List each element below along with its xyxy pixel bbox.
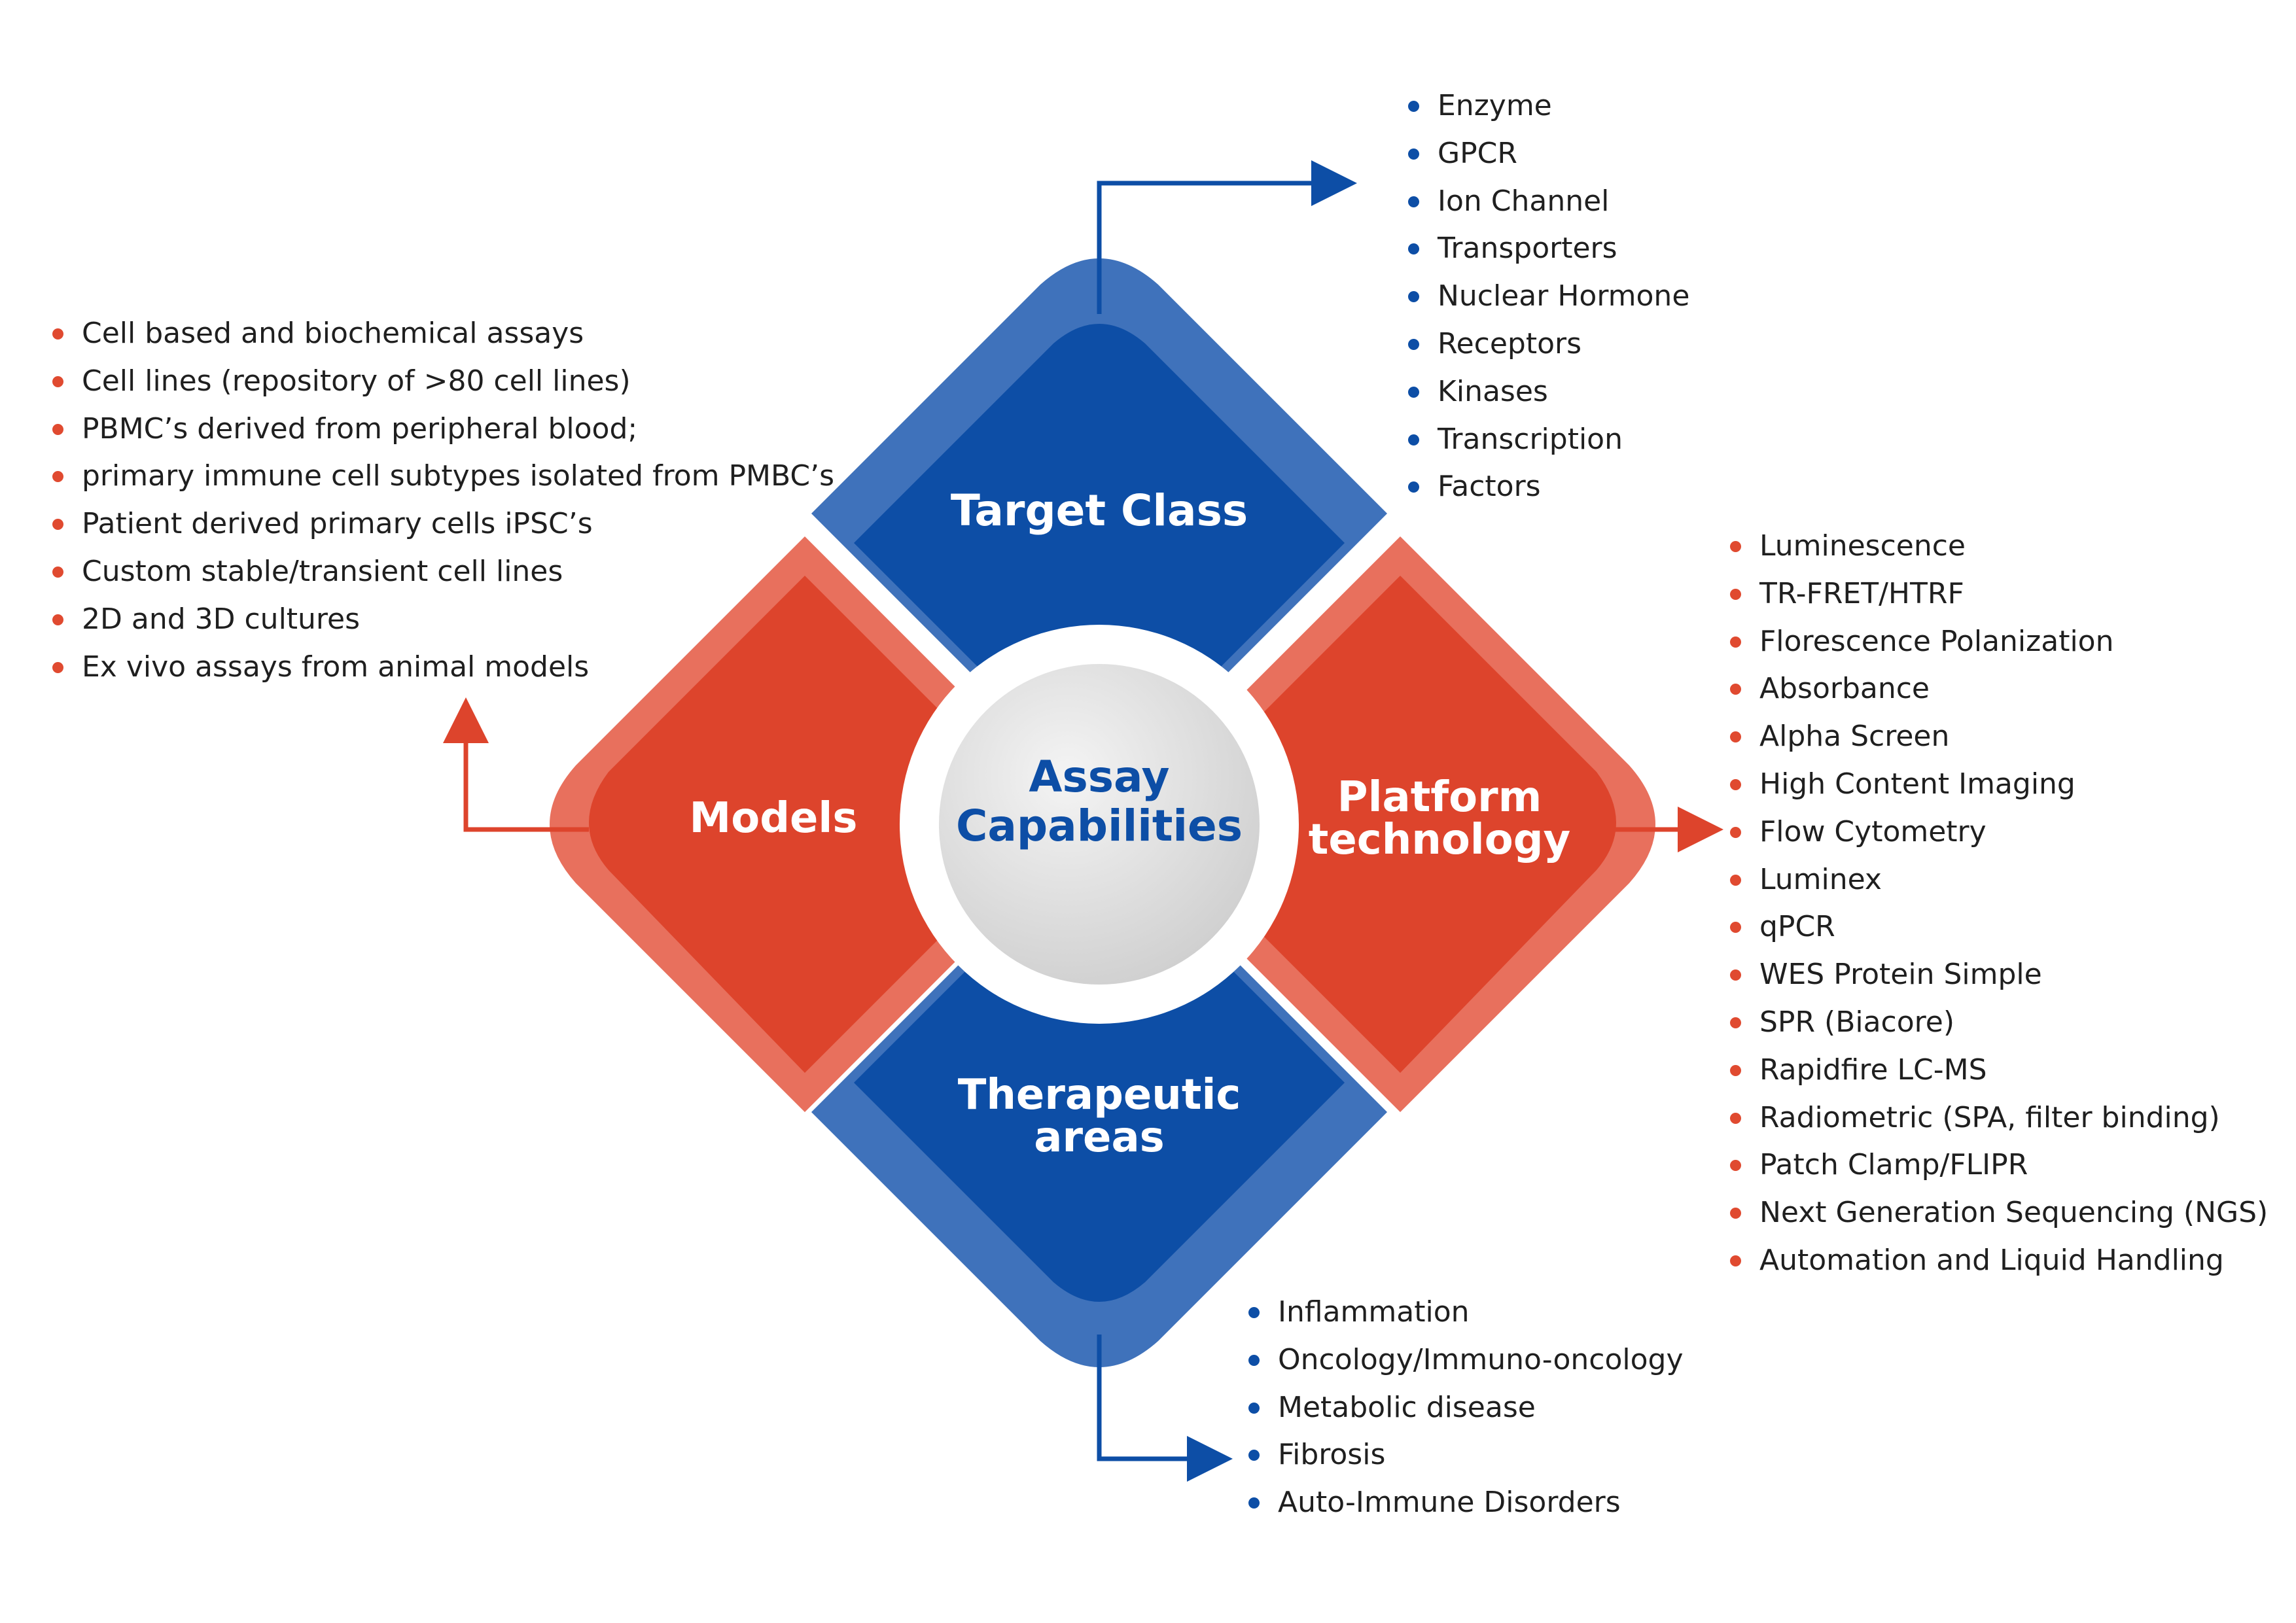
platform-list-item: Absorbance bbox=[1730, 665, 2268, 713]
therapeutic-inner-shape bbox=[854, 837, 1345, 1302]
target-class-list-item: Enzyme bbox=[1408, 82, 1689, 130]
platform-list-item: Next Generation Sequencing (NGS) bbox=[1730, 1189, 2268, 1237]
therapeutic-connector-arrow bbox=[1097, 1335, 1233, 1482]
target-class-list-item: Factors bbox=[1408, 463, 1689, 511]
platform-inner-shape bbox=[1152, 576, 1616, 1073]
platform-list-item: Luminescence bbox=[1730, 523, 2268, 570]
platform-list-item: High Content Imaging bbox=[1730, 761, 2268, 809]
models-list-item: Cell lines (repository of >80 cell lines… bbox=[52, 358, 834, 406]
therapeutic-areas-quadrant bbox=[811, 824, 1387, 1367]
center-inner-circle bbox=[939, 664, 1260, 985]
target-class-list-item: Receptors bbox=[1408, 321, 1689, 368]
therapeutic-label-line1: Therapeutic bbox=[958, 1071, 1241, 1119]
target-class-list-item: Transcription bbox=[1408, 416, 1689, 464]
platform-list-item: Luminex bbox=[1730, 856, 2268, 904]
platform-label-line1: Platform bbox=[1337, 773, 1542, 822]
models-list-item: 2D and 3D cultures bbox=[52, 596, 834, 644]
center-title-line1: Assay bbox=[1029, 752, 1169, 802]
models-list-item: Patient derived primary cells iPSC’s bbox=[52, 500, 834, 548]
platform-list-item: Rapidfire LC-MS bbox=[1730, 1047, 2268, 1094]
therapeutic-list-item: Metabolic disease bbox=[1248, 1384, 1684, 1432]
models-quadrant bbox=[550, 536, 1093, 1112]
target-class-inner-shape bbox=[854, 324, 1345, 788]
models-connector-arrow bbox=[443, 697, 589, 832]
models-list-item: Ex vivo assays from animal models bbox=[52, 644, 834, 691]
center-title-line2: Capabilities bbox=[956, 801, 1243, 851]
therapeutic-list-item: Inflammation bbox=[1248, 1289, 1684, 1336]
platform-label-line2: technology bbox=[1309, 816, 1570, 864]
platform-list-item: Alpha Screen bbox=[1730, 713, 2268, 761]
target-class-list-item: Nuclear Hormone bbox=[1408, 273, 1689, 321]
models-label: Models bbox=[690, 794, 858, 843]
models-inner-shape bbox=[589, 576, 1053, 1073]
therapeutic-list-item: Oncology/Immuno-oncology bbox=[1248, 1336, 1684, 1384]
therapeutic-list-item: Auto-Immune Disorders bbox=[1248, 1479, 1684, 1527]
target-class-quadrant bbox=[811, 258, 1387, 801]
target-class-label: Target Class bbox=[951, 485, 1248, 536]
center-hub: Assay Capabilities bbox=[900, 625, 1299, 1024]
therapeutic-label-line2: areas bbox=[1034, 1113, 1164, 1162]
target-class-connector-arrow bbox=[1097, 160, 1357, 314]
target-class-list-item: Kinases bbox=[1408, 368, 1689, 416]
target-class-list-item: GPCR bbox=[1408, 130, 1689, 178]
models-list-item: Custom stable/transient cell lines bbox=[52, 548, 834, 596]
target-class-list-item: Transporters bbox=[1408, 225, 1689, 273]
platform-list-item: Flow Cytometry bbox=[1730, 809, 2268, 856]
platform-list-item: WES Protein Simple bbox=[1730, 951, 2268, 999]
platform-list-item: Radiometric (SPA, filter binding) bbox=[1730, 1094, 2268, 1142]
platform-list-item: SPR (Biacore) bbox=[1730, 999, 2268, 1047]
models-list-item: PBMC’s derived from peripheral blood; bbox=[52, 406, 834, 453]
platform-list-item: Patch Clamp/FLIPR bbox=[1730, 1142, 2268, 1189]
models-list-item: primary immune cell subtypes isolated fr… bbox=[52, 453, 834, 500]
platform-list-item: TR-FRET/HTRF bbox=[1730, 570, 2268, 618]
platform-list-item: Florescence Polanization bbox=[1730, 618, 2268, 666]
target-class-list-item: Ion Channel bbox=[1408, 178, 1689, 226]
therapeutic-list-item: Fibrosis bbox=[1248, 1431, 1684, 1479]
platform-list-item: Automation and Liquid Handling bbox=[1730, 1237, 2268, 1285]
models-list-item: Cell based and biochemical assays bbox=[52, 310, 834, 358]
platform-list-item: qPCR bbox=[1730, 903, 2268, 951]
platform-technology-quadrant bbox=[1112, 536, 1655, 1112]
